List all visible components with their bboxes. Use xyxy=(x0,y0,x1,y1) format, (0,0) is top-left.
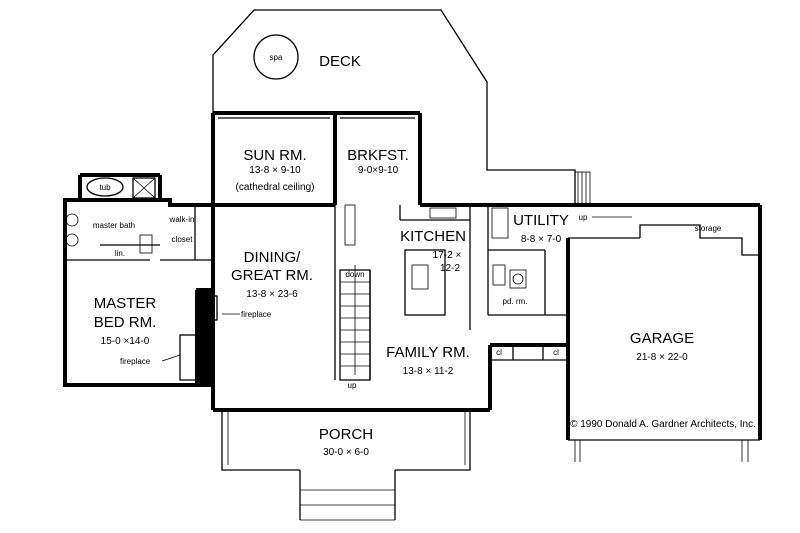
garage-dims: 21-8 × 22-0 xyxy=(636,352,688,363)
utility-dims: 8-8 × 7-0 xyxy=(521,234,562,245)
dining-great-label-1: DINING/ xyxy=(244,249,302,266)
copyright-notice: © 1990 Donald A. Gardner Architects, Inc… xyxy=(570,419,756,430)
walk-in-closet-label-1: walk-in xyxy=(169,215,195,224)
deck-label: DECK xyxy=(319,53,361,70)
deck xyxy=(212,9,591,206)
spa: spa xyxy=(253,34,299,80)
walk-in-closet-label-2: closet xyxy=(172,235,194,244)
porch xyxy=(221,410,471,521)
stair-up-label: up xyxy=(348,381,357,390)
kitchen-dims-line1: 17-2 × xyxy=(433,250,462,261)
family-room-label: FAMILY RM. xyxy=(386,344,470,361)
walls xyxy=(63,111,762,462)
stair-down-label: down xyxy=(345,270,364,279)
fireplace-master-label: fireplace xyxy=(120,357,151,366)
linen-label: lin. xyxy=(115,249,125,258)
garage-label: GARAGE xyxy=(630,330,694,347)
storage-label: storage xyxy=(695,224,722,233)
porch-dims: 30-0 × 6-0 xyxy=(323,447,369,458)
fireplace-master-leader xyxy=(161,354,181,362)
sun-room-label: SUN RM. xyxy=(243,147,306,164)
kitchen-dims-line2: 12-2 xyxy=(440,263,460,274)
master-bed-label-2: BED RM. xyxy=(94,314,157,331)
sun-room-note: (cathedral ceiling) xyxy=(236,182,315,193)
dining-great-label-2: GREAT RM. xyxy=(231,267,313,284)
tub-label: tub xyxy=(99,183,111,192)
closet-left-label: cl xyxy=(496,348,502,357)
fireplace-great-label: fireplace xyxy=(241,310,272,319)
utility-label: UTILITY xyxy=(513,212,569,229)
master-bed-label-1: MASTER xyxy=(94,295,157,312)
utility-up-label: up xyxy=(579,213,588,222)
breakfast-dims: 9-0×9-10 xyxy=(358,165,399,176)
master-bed-dims: 15-0 ×14-0 xyxy=(101,336,150,347)
kitchen-label: KITCHEN xyxy=(400,228,466,245)
dining-great-dims: 13-8 × 23-6 xyxy=(246,289,298,300)
breakfast-label: BRKFST. xyxy=(347,147,409,164)
porch-label: PORCH xyxy=(319,426,373,443)
closet-right-label: cl xyxy=(553,348,559,357)
master-bath-label: master bath xyxy=(93,221,135,230)
powder-room-label: pd. rm. xyxy=(503,297,528,306)
spa-label: spa xyxy=(270,53,283,62)
family-room-dims: 13-8 × 11-2 xyxy=(403,366,454,377)
sun-room-dims: 13-8 × 9-10 xyxy=(249,165,301,176)
